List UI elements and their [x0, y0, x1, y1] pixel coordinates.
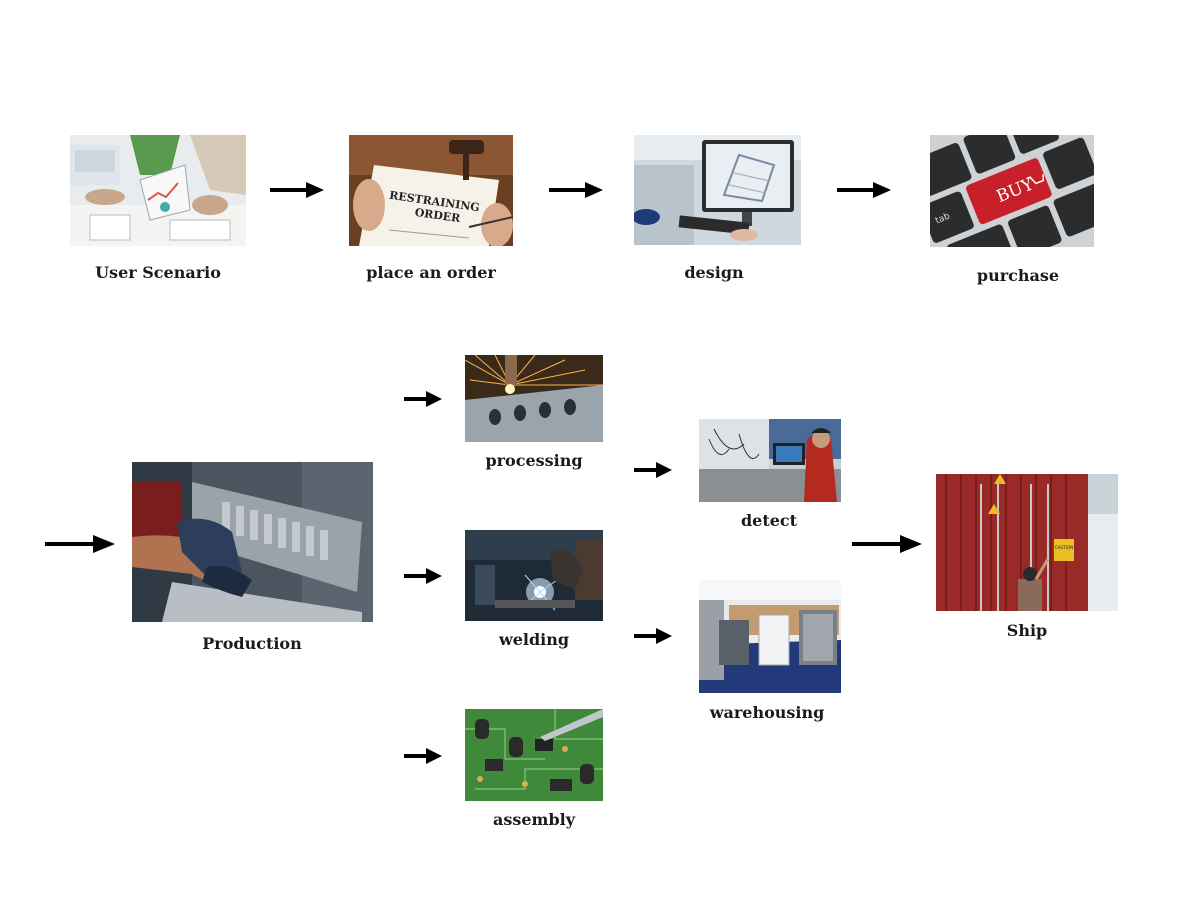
assembly-photo — [465, 709, 603, 801]
welding-photo — [465, 530, 603, 621]
warehousing-photo — [699, 580, 841, 693]
arrow-right-icon — [634, 460, 672, 480]
ship-label: Ship — [1006, 621, 1048, 640]
design-label: design — [684, 263, 744, 282]
production-photo — [132, 462, 373, 622]
arrow-right-icon — [404, 746, 442, 766]
caution-sign-text: CAUTION — [1055, 545, 1073, 550]
user-scenario-photo — [70, 135, 246, 246]
arrow-right-icon — [45, 533, 115, 555]
arrow-right-icon — [270, 180, 324, 200]
detect-photo — [699, 419, 841, 502]
warehousing-label: warehousing — [709, 703, 825, 722]
production-label: Production — [202, 634, 302, 653]
welding-label: welding — [498, 630, 570, 649]
order-doc-text-2: ORDER — [414, 206, 462, 225]
arrow-right-icon — [404, 389, 442, 409]
assembly-label: assembly — [492, 810, 576, 829]
arrow-right-icon — [837, 180, 891, 200]
detect-label: detect — [740, 511, 798, 530]
arrow-right-icon — [634, 626, 672, 646]
processing-label: processing — [485, 451, 583, 470]
arrow-right-icon — [549, 180, 603, 200]
place-order-photo: RESTRAINING ORDER — [349, 135, 513, 246]
place-order-label: place an order — [366, 263, 496, 282]
user-scenario-label: User Scenario — [95, 263, 221, 282]
processing-photo — [465, 355, 603, 442]
arrow-right-icon — [404, 566, 442, 586]
purchase-photo: BUY tab — [930, 135, 1094, 247]
design-photo — [634, 135, 801, 245]
arrow-right-icon — [852, 533, 922, 555]
ship-photo: CAUTION — [936, 474, 1118, 611]
purchase-label: purchase — [976, 266, 1060, 285]
